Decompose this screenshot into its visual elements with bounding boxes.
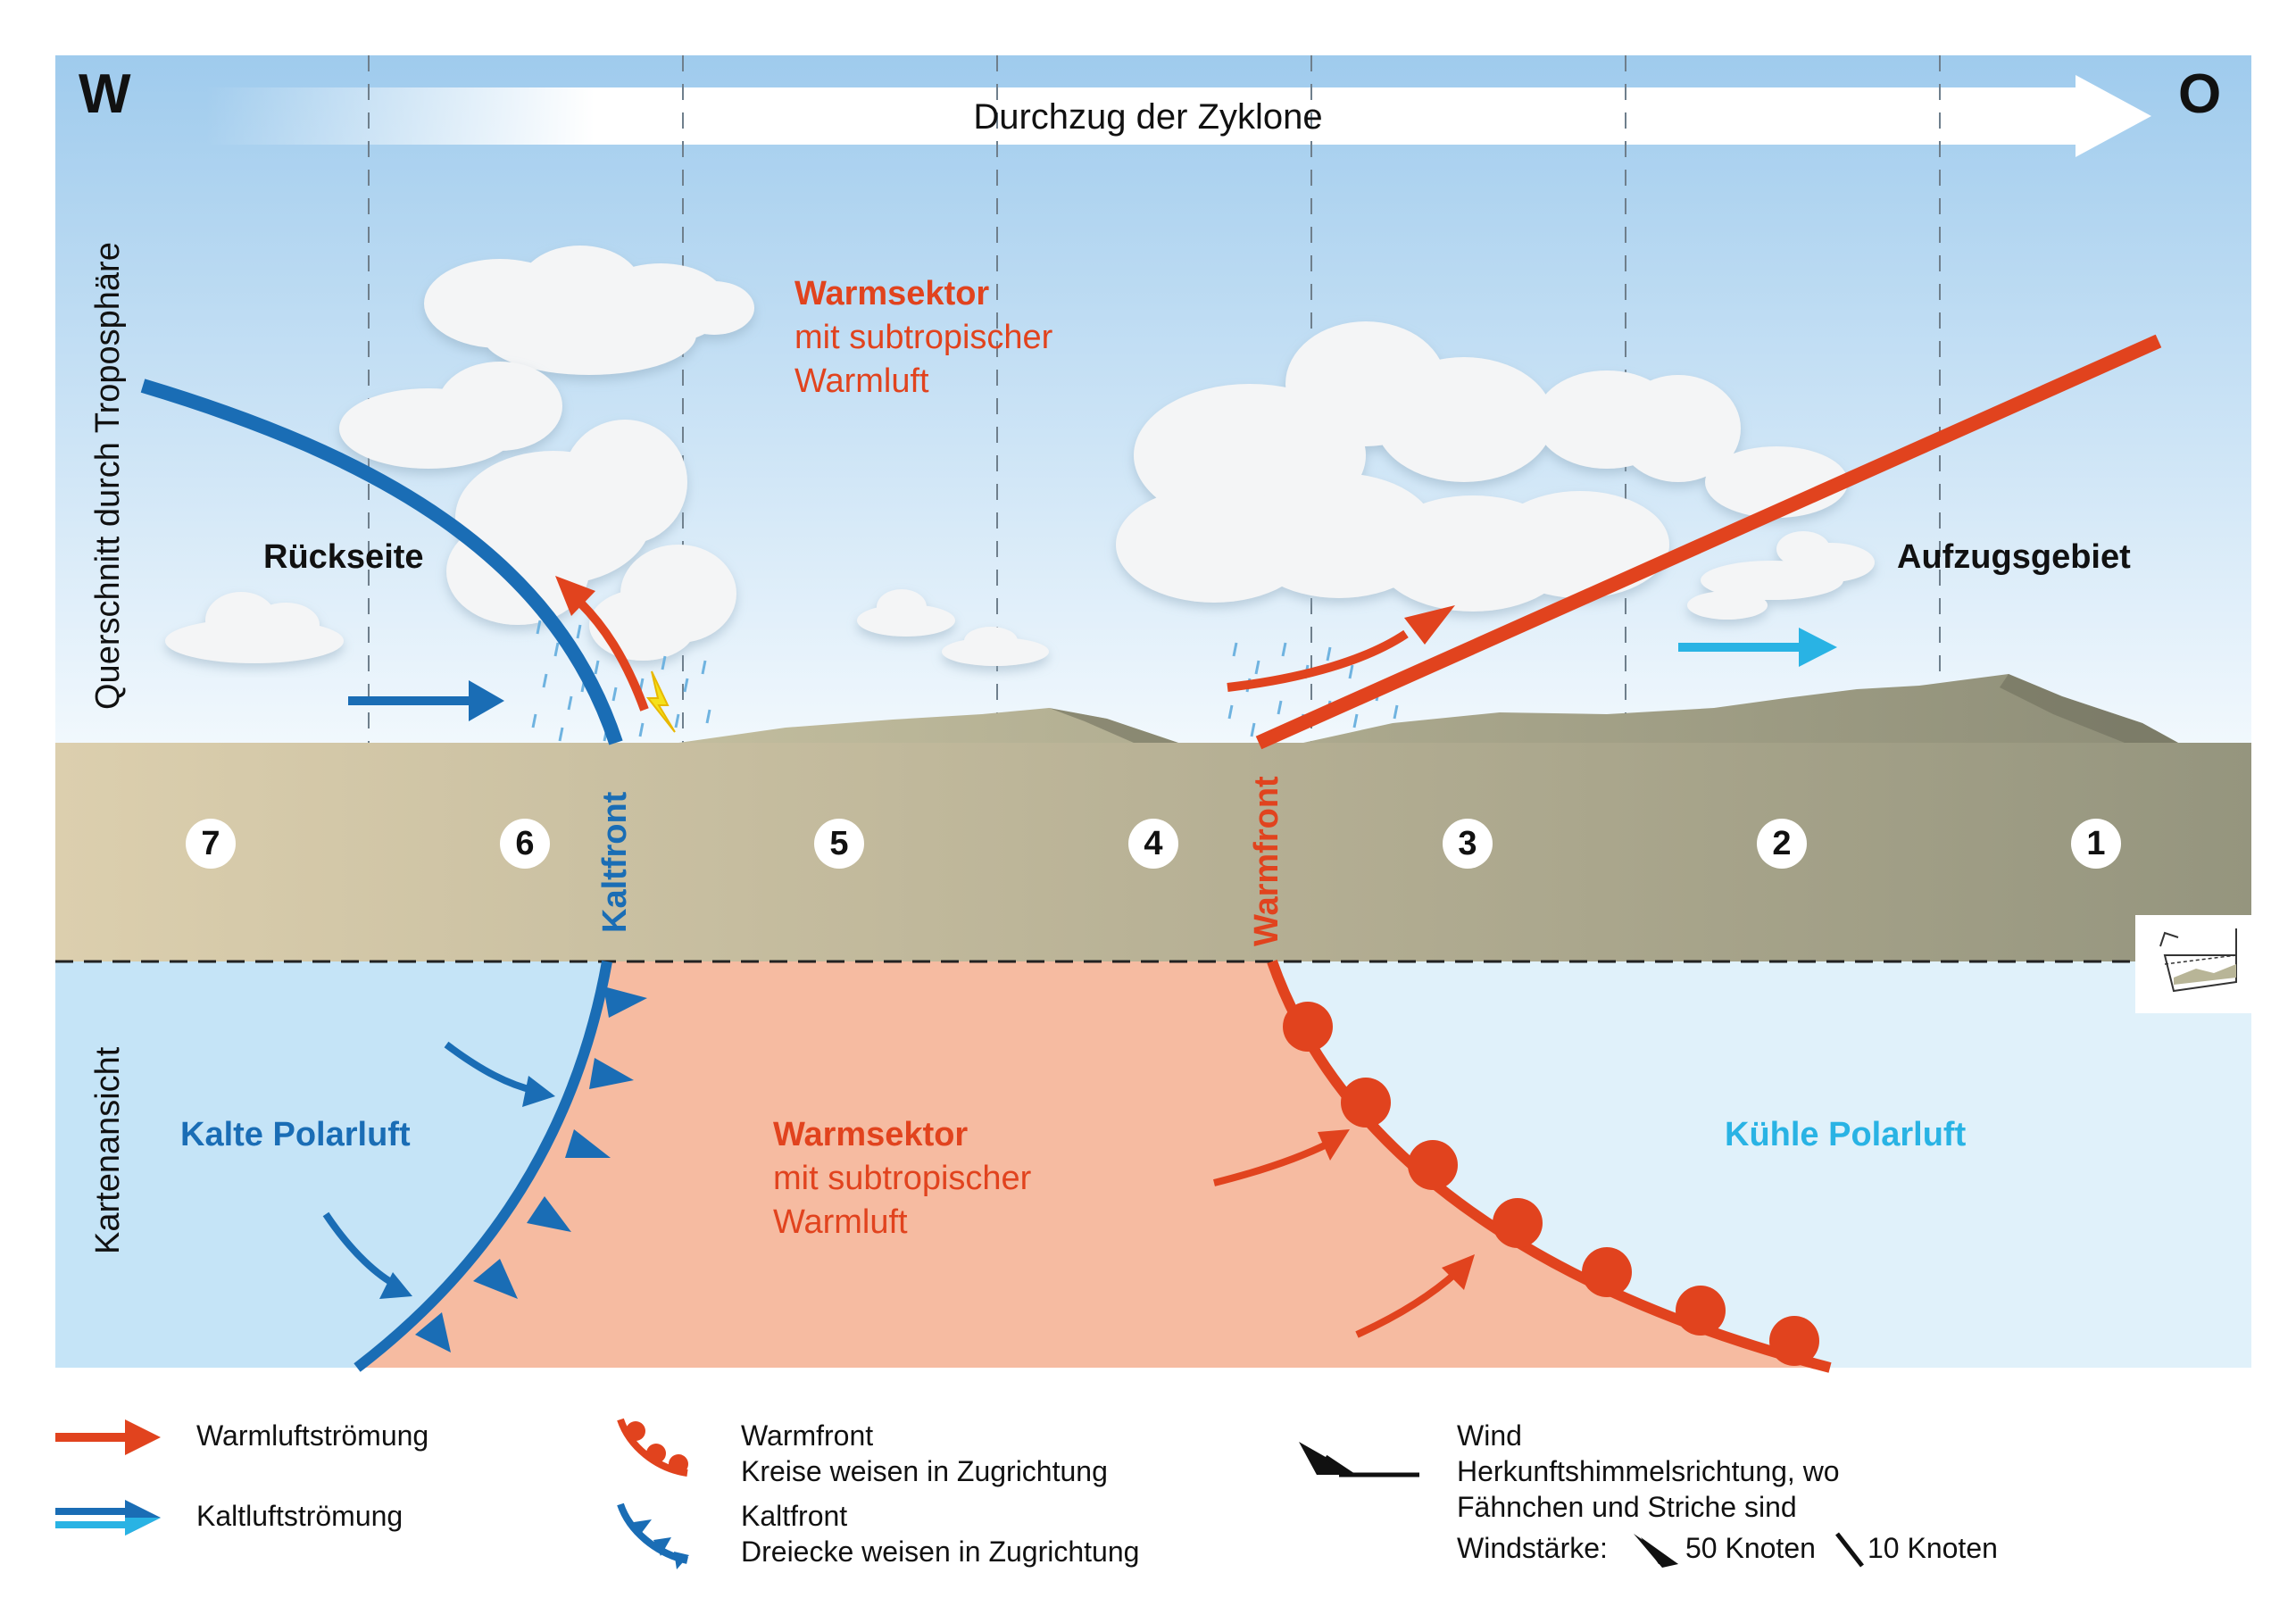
legend-warmfront-title: Warmfront xyxy=(741,1419,874,1452)
direction-west: W xyxy=(79,63,131,125)
cloud-warm-front xyxy=(1116,321,1848,612)
zone-number-1: 1 xyxy=(2071,819,2121,869)
side-title-cross-section: Querschnitt durch Troposphäre xyxy=(89,242,127,710)
zone-number-5: 5 xyxy=(814,819,864,869)
legend-wind-icon xyxy=(1299,1442,1419,1477)
label-rueckseite: Rückseite xyxy=(263,538,424,576)
label-kaltfront: Kaltfront xyxy=(596,791,634,933)
cross-warmsektor-line2: Warmluft xyxy=(794,362,929,400)
cool-flow-arrow-right xyxy=(1678,628,1837,667)
legend-warm-flow-icon xyxy=(55,1419,161,1455)
legend-wind-10: 10 Knoten xyxy=(1868,1532,1998,1564)
cloud-small-right xyxy=(1687,531,1875,620)
side-title-map-view: Kartenansicht xyxy=(89,1046,127,1254)
cold-flow-arrow-left xyxy=(348,680,504,721)
warm-rising-arrow-warm-front xyxy=(1227,605,1455,692)
legend-warm-flow-label: Warmluftströmung xyxy=(196,1419,429,1452)
legend-cold-flow-icon xyxy=(55,1500,161,1536)
cross-warmsektor-title: Warmsektor xyxy=(794,275,990,312)
legend-wind-50: 50 Knoten xyxy=(1685,1532,1816,1564)
zone-number-7: 7 xyxy=(186,819,236,869)
map-cold-front-triangles xyxy=(415,986,647,1352)
legend-cold-flow-label: Kaltluftströmung xyxy=(196,1500,403,1532)
map-cold-arrow-1 xyxy=(444,1041,555,1107)
legend-kaltfront-title: Kaltfront xyxy=(741,1500,848,1532)
legend-kaltfront-icon xyxy=(617,1502,689,1569)
zone-number-3: 3 xyxy=(1443,819,1493,869)
map-warm-arrow-1 xyxy=(1213,1129,1350,1186)
map-cold-arrow-2 xyxy=(322,1211,412,1299)
cyclone-direction-label: Durchzug der Zyklone xyxy=(973,97,1323,137)
lightning-icon xyxy=(645,670,676,733)
cloud-small-left xyxy=(165,592,344,663)
legend-wind-desc2: Fähnchen und Striche sind xyxy=(1457,1491,1797,1523)
cyclone-direction-arrow xyxy=(205,75,2151,157)
legend-warmfront-icon xyxy=(617,1418,688,1477)
cloud-upper-left xyxy=(424,246,754,375)
rain-cold-front xyxy=(531,620,711,742)
map-warmsektor-line2: Warmluft xyxy=(773,1203,908,1241)
warm-front-line xyxy=(1255,334,2162,750)
cloud-small-mid xyxy=(857,589,1049,666)
cold-front-line xyxy=(140,379,623,745)
cross-warmsektor-line1: mit subtropischer xyxy=(794,319,1053,356)
map-label-cool-air: Kühle Polarluft xyxy=(1725,1116,1967,1153)
zone-number-2: 2 xyxy=(1757,819,1807,869)
view-change-icon xyxy=(2135,915,2251,1013)
legend-wind-desc1: Herkunftshimmelsrichtung, wo xyxy=(1457,1455,1840,1487)
map-warm-front-circles xyxy=(1283,1002,1819,1366)
legend-wind-title: Wind xyxy=(1457,1419,1522,1452)
legend-kaltfront-desc: Dreiecke weisen in Zugrichtung xyxy=(741,1536,1140,1568)
zone-number-4: 4 xyxy=(1128,819,1178,869)
legend-wind-strength: Windstärke: xyxy=(1457,1532,1608,1564)
label-aufzugsgebiet: Aufzugsgebiet xyxy=(1897,538,2131,576)
map-warmsektor-line1: mit subtropischer xyxy=(773,1160,1032,1197)
zone-number-6: 6 xyxy=(500,819,550,869)
map-cold-front-line xyxy=(354,960,612,1372)
legend-wind-50-icon xyxy=(1634,1534,1678,1568)
label-warmfront: Warmfront xyxy=(1248,776,1285,946)
cloud-cold-front xyxy=(339,362,736,661)
direction-east: O xyxy=(2178,63,2222,125)
legend-warmfront-desc: Kreise weisen in Zugrichtung xyxy=(741,1455,1108,1487)
map-warmsektor-title: Warmsektor xyxy=(773,1116,969,1153)
map-label-cold-air: Kalte Polarluft xyxy=(180,1116,411,1153)
warm-rising-arrow-cold-front xyxy=(555,576,649,712)
legend-wind-10-icon xyxy=(1835,1532,1864,1568)
map-warm-arrow-2 xyxy=(1355,1254,1475,1338)
terrain-profile xyxy=(678,674,2178,743)
